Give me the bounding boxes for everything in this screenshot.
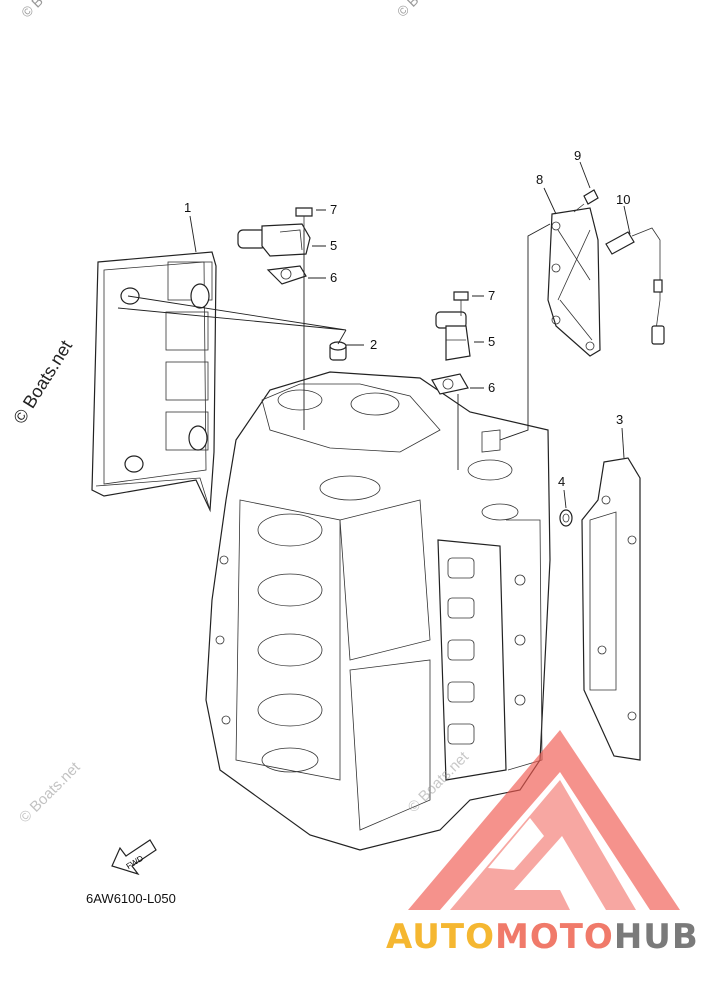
leader-middle-5-6-7 [457, 295, 484, 470]
watermark-side: © Boats.net [9, 337, 76, 428]
oil-control-valve-middle [435, 311, 471, 361]
diagram-part-code: 6AW6100-L050 [86, 891, 176, 906]
brand-moto: MOTO [495, 917, 614, 957]
leader-3 [621, 427, 625, 459]
bracket-part-8 [547, 207, 601, 357]
head-cover-left-part-1 [91, 251, 217, 513]
bolt-middle [453, 291, 469, 316]
leader-2 [117, 295, 364, 346]
watermark-top-right: © B [394, 0, 422, 20]
grommet-part-4 [559, 509, 573, 527]
callout-9: 9 [574, 148, 581, 163]
callout-5-upper: 5 [330, 238, 337, 253]
callout-10: 10 [616, 192, 630, 207]
automotohub-logo-icon [408, 730, 680, 910]
callout-6-middle: 6 [488, 380, 495, 395]
brand-auto: AUTO [386, 917, 495, 957]
bolt-upper [295, 207, 313, 232]
head-cover-right-part-3 [581, 457, 641, 761]
watermark-lower-left: © Boats.net [16, 758, 84, 826]
gasket-upper [266, 265, 307, 285]
leader-4 [563, 489, 567, 509]
leader-10 [623, 205, 631, 235]
brand-wordmark: AUTOMOTOHUB [386, 917, 699, 957]
callout-4: 4 [558, 474, 565, 489]
sensor-part-10 [605, 227, 665, 345]
plug-part-2 [329, 341, 347, 361]
leader-upper-5-6-7 [303, 209, 326, 430]
leader-8 [499, 187, 557, 441]
gasket-middle [431, 373, 469, 395]
engine-block [205, 371, 551, 851]
oil-control-valve-upper [237, 223, 311, 257]
callout-3: 3 [616, 412, 623, 427]
bolt-part-9 [573, 189, 599, 213]
callout-8: 8 [536, 172, 543, 187]
callout-7-middle: 7 [488, 288, 495, 303]
brand-hub: HUB [614, 917, 699, 957]
callout-1: 1 [184, 200, 191, 215]
callout-6-upper: 6 [330, 270, 337, 285]
callout-7-upper: 7 [330, 202, 337, 217]
callout-5-middle: 5 [488, 334, 495, 349]
watermark-top-left: © B [18, 0, 46, 21]
leader-9 [579, 161, 591, 189]
forward-arrow-icon: FWD [111, 839, 157, 876]
callout-2: 2 [370, 337, 377, 352]
